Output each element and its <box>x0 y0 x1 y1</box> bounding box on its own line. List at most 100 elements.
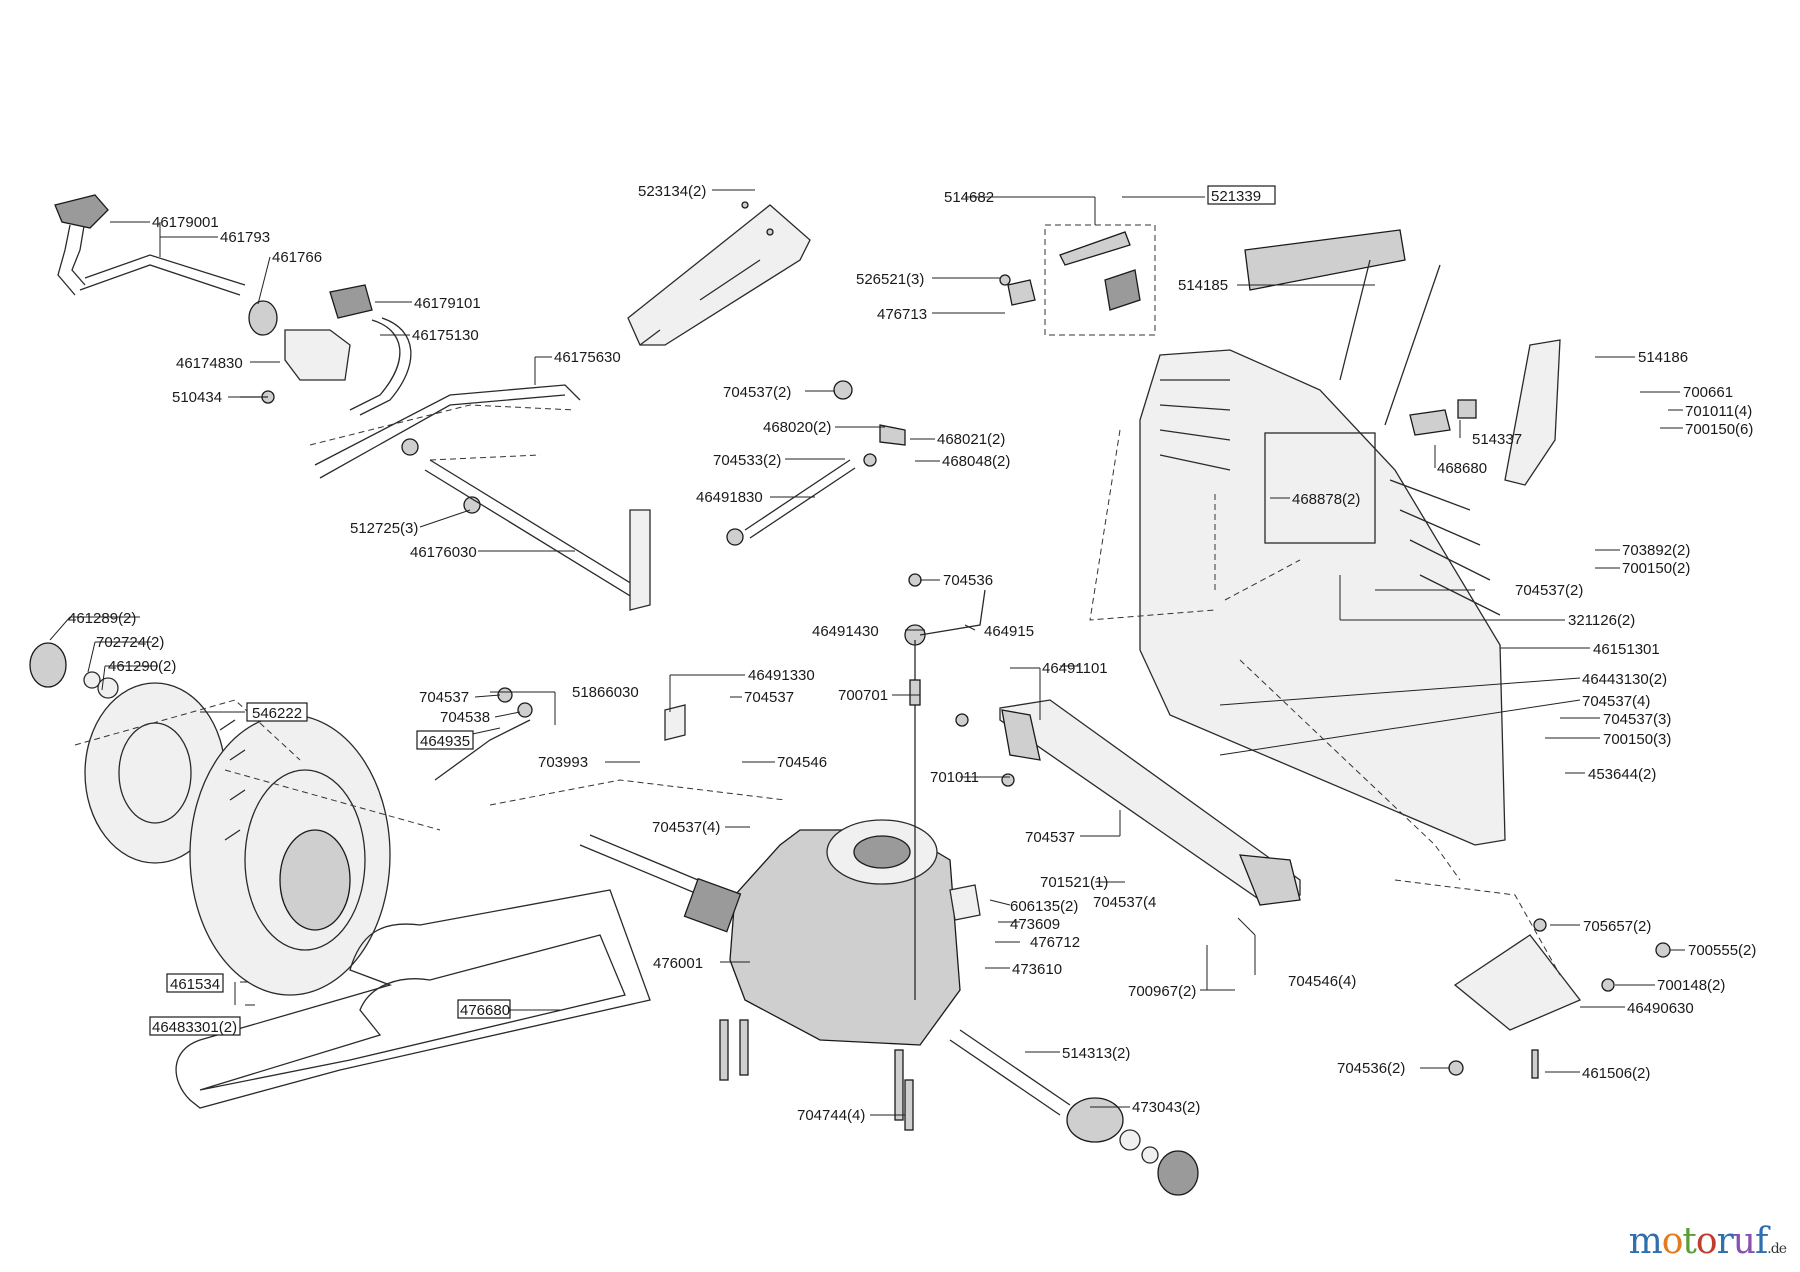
wheel-assembly <box>29 642 391 996</box>
part-label: 704537(2) <box>1515 582 1583 599</box>
part-label: 702724(2) <box>96 634 164 651</box>
part-label: 46491830 <box>696 489 763 506</box>
logo-letter: r <box>1716 1221 1734 1262</box>
logo-suffix: .de <box>1767 1241 1787 1257</box>
part-label: 704546(4) <box>1288 973 1356 990</box>
part-label: 46179101 <box>414 295 481 312</box>
part-label: 473043(2) <box>1132 1099 1200 1116</box>
part-label: 461793 <box>220 229 270 246</box>
logo-letter: t <box>1682 1221 1697 1262</box>
part-label: 461506(2) <box>1582 1065 1650 1082</box>
part-label: 704536 <box>943 572 993 589</box>
part-label: 512725(3) <box>350 520 418 537</box>
part-label: 704546 <box>777 754 827 771</box>
part-label: 703993 <box>538 754 588 771</box>
part-label: 703892(2) <box>1622 542 1690 559</box>
floor-plate <box>627 201 811 346</box>
drive-belt <box>175 889 651 1109</box>
transaxle <box>579 819 1199 1196</box>
part-label: 704536(2) <box>1337 1060 1405 1077</box>
part-label: 46151301 <box>1593 641 1660 658</box>
part-labels: 46179001 461793 461766 46179101 46175130… <box>68 183 1756 1124</box>
part-label: 46491430 <box>812 623 879 640</box>
steering-lever-assembly <box>54 194 651 611</box>
part-label: 700967(2) <box>1128 983 1196 1000</box>
part-label: 468020(2) <box>763 419 831 436</box>
part-label: 468021(2) <box>937 431 1005 448</box>
part-label: 704533(2) <box>713 452 781 469</box>
part-label: 476713 <box>877 306 927 323</box>
part-label: 461289(2) <box>68 610 136 627</box>
part-label: 46483301(2) <box>152 1019 237 1036</box>
part-label: 704537 <box>1025 829 1075 846</box>
part-label: 514186 <box>1638 349 1688 366</box>
part-label: 700555(2) <box>1688 942 1756 959</box>
part-label: 461534 <box>170 976 220 993</box>
part-label: 46490630 <box>1627 1000 1694 1017</box>
part-label: 476001 <box>653 955 703 972</box>
part-label: 464935 <box>420 733 470 750</box>
part-label: 473609 <box>1010 916 1060 933</box>
part-label: 468048(2) <box>942 453 1010 470</box>
part-label: 514337 <box>1472 431 1522 448</box>
part-label: 701521(1) <box>1040 874 1108 891</box>
part-label: 461766 <box>272 249 322 266</box>
part-label: 464915 <box>984 623 1034 640</box>
motoruf-logo: motoruf.de <box>1629 1221 1787 1262</box>
part-label: 468878(2) <box>1292 491 1360 508</box>
part-label: 476680 <box>460 1002 510 1019</box>
part-label: 704537(2) <box>723 384 791 401</box>
part-label: 701011(4) <box>1685 403 1752 420</box>
part-label: 46491101 <box>1042 660 1108 677</box>
part-label: 700150(2) <box>1622 560 1690 577</box>
part-label: 704537(4) <box>652 819 720 836</box>
part-label: 700701 <box>838 687 888 704</box>
part-label: 321126(2) <box>1568 612 1635 629</box>
part-label: 704744(4) <box>797 1107 865 1124</box>
part-label: 46175130 <box>412 327 479 344</box>
part-label: 46174830 <box>176 355 243 372</box>
part-label: 700150(6) <box>1685 421 1753 438</box>
axle-support-frame <box>955 699 1301 906</box>
part-label: 514682 <box>944 189 994 206</box>
part-label: 453644(2) <box>1588 766 1656 783</box>
part-label: 46443130(2) <box>1582 671 1667 688</box>
part-label: 526521(3) <box>856 271 924 288</box>
part-label: 704537(4) <box>1582 693 1650 710</box>
part-label: 46179001 <box>152 214 219 231</box>
part-label: 705657(2) <box>1583 918 1651 935</box>
part-label: 546222 <box>252 705 302 722</box>
part-label: 700150(3) <box>1603 731 1671 748</box>
part-label: 46176030 <box>410 544 477 561</box>
part-label: 46491330 <box>748 667 815 684</box>
logo-letter: f <box>1754 1221 1768 1262</box>
part-label: 51866030 <box>572 684 639 701</box>
part-label: 700148(2) <box>1657 977 1725 994</box>
logo-letter: u <box>1732 1221 1756 1262</box>
part-label: 461290(2) <box>108 658 176 675</box>
part-label: 510434 <box>172 389 222 406</box>
part-label: 704537(4 <box>1093 894 1156 911</box>
assembly-dashed-guides <box>74 404 1561 976</box>
part-label: 468680 <box>1437 460 1487 477</box>
part-label: 704537 <box>419 689 469 706</box>
switch-kit <box>999 224 1156 336</box>
part-label: 606135(2) <box>1010 898 1078 915</box>
part-label: 704538 <box>440 709 490 726</box>
part-label: 704537 <box>744 689 794 706</box>
part-label: 476712 <box>1030 934 1080 951</box>
logo-letter: o <box>1661 1221 1684 1262</box>
part-label: 704537(3) <box>1603 711 1671 728</box>
leader-lines <box>49 189 1685 1116</box>
part-label: 523134(2) <box>638 183 706 200</box>
part-label: 701011 <box>930 769 979 786</box>
rear-panel <box>1139 229 1561 846</box>
part-label: 514185 <box>1178 277 1228 294</box>
logo-letter: o <box>1695 1221 1718 1262</box>
part-label: 514313(2) <box>1062 1045 1130 1062</box>
rear-guard-plate <box>1448 918 1671 1079</box>
part-label: 46175630 <box>554 349 621 366</box>
part-label: 700661 <box>1683 384 1733 401</box>
part-label: 473610 <box>1012 961 1062 978</box>
